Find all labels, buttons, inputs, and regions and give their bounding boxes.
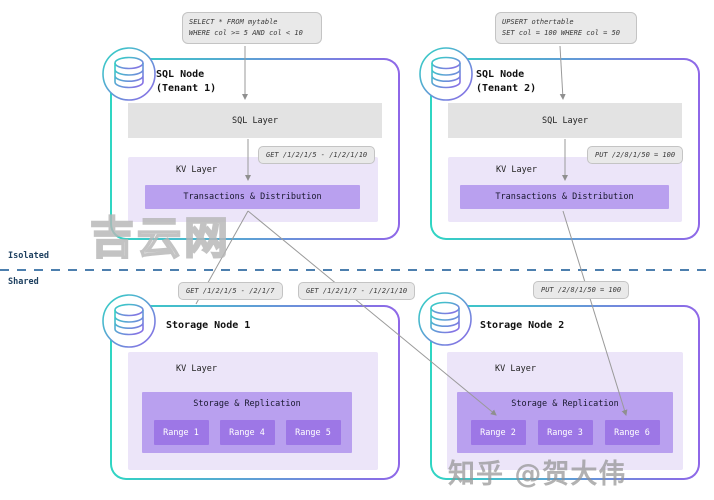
- band-label: Storage & Replication: [193, 399, 301, 409]
- range-box: Range 4: [219, 420, 275, 445]
- transactions-distribution-band: Transactions & Distribution: [145, 185, 360, 209]
- sql-node-tenant2-body: SQL Node (Tenant 2) SQL Layer KV Layer T…: [432, 60, 698, 238]
- node-title-line: (Tenant 2): [476, 83, 537, 94]
- query-line: SELECT * FROM mytable: [189, 18, 278, 26]
- node-title-line: SQL Node: [476, 69, 525, 80]
- sql-node-tenant2: SQL Node (Tenant 2) SQL Layer KV Layer T…: [430, 58, 700, 240]
- isolated-label: Isolated: [8, 251, 49, 261]
- range-box: Range 3: [537, 420, 593, 445]
- ranges-row: Range 2 Range 3 Range 6: [457, 420, 673, 445]
- sql-layer-label: SQL Layer: [231, 115, 279, 126]
- node-title-line: SQL Node: [156, 69, 205, 80]
- band-label: Transactions & Distribution: [183, 192, 322, 202]
- database-icon: [418, 292, 472, 346]
- query-line: SET col = 100 WHERE col = 50: [502, 29, 621, 37]
- query-line: UPSERT othertable: [502, 18, 574, 26]
- kv-op-pill-tenant2: PUT /2/8/1/50 = 100: [587, 146, 684, 164]
- query-box-tenant2: UPSERT othertable SET col = 100 WHERE co…: [495, 12, 637, 44]
- transactions-distribution-band: Transactions & Distribution: [460, 185, 669, 209]
- storage-replication-band: Storage & Replication Range 2 Range 3 Ra…: [457, 392, 673, 453]
- band-label: Transactions & Distribution: [495, 192, 634, 202]
- storage-replication-band: Storage & Replication Range 1 Range 4 Ra…: [142, 392, 352, 453]
- range-box: Range 2: [470, 420, 526, 445]
- database-icon: [102, 47, 156, 101]
- routing-pill-get-1: GET /1/2/1/5 - /2/1/7: [178, 282, 283, 300]
- database-icon: [102, 294, 156, 348]
- band-label: Storage & Replication: [511, 399, 619, 409]
- query-box-tenant1: SELECT * FROM mytable WHERE col >= 5 AND…: [182, 12, 322, 44]
- database-icon: [419, 47, 473, 101]
- range-box: Range 1: [153, 420, 209, 445]
- kv-layer-box-tenant2: KV Layer Transactions & Distribution: [448, 157, 682, 222]
- sql-node-tenant1-title: SQL Node (Tenant 1): [156, 68, 216, 96]
- watermark-site: 吉云网: [89, 212, 231, 265]
- query-line: WHERE col >= 5 AND col < 10: [189, 29, 303, 37]
- node-title-line: (Tenant 1): [156, 83, 217, 94]
- range-box: Range 6: [604, 420, 660, 445]
- kv-layer-label: KV Layer: [496, 165, 537, 175]
- routing-pill-put: PUT /2/8/1/50 = 100: [533, 281, 630, 299]
- range-box: Range 5: [285, 420, 341, 445]
- sql-layer-label: SQL Layer: [541, 115, 589, 126]
- watermark-zhihu: 知乎 @贺大伟: [448, 459, 627, 490]
- kv-layer-box-storage1: KV Layer Storage & Replication Range 1 R…: [128, 352, 378, 470]
- kv-layer-label: KV Layer: [495, 364, 536, 374]
- storage-node-2-title: Storage Node 2: [480, 320, 565, 331]
- kv-layer-label: KV Layer: [176, 364, 217, 374]
- routing-pill-get-2: GET /1/2/1/7 - /1/2/1/10: [298, 282, 416, 300]
- sql-node-tenant2-title: SQL Node (Tenant 2): [476, 68, 536, 96]
- kv-op-pill-tenant1: GET /1/2/1/5 - /1/2/1/10: [258, 146, 376, 164]
- sql-layer-tenant1: SQL Layer: [128, 103, 382, 138]
- shared-label: Shared: [8, 277, 39, 287]
- sql-layer-tenant2: SQL Layer: [448, 103, 682, 138]
- storage-node-1-title: Storage Node 1: [166, 320, 251, 331]
- ranges-row: Range 1 Range 4 Range 5: [142, 420, 352, 445]
- kv-layer-label: KV Layer: [176, 165, 217, 175]
